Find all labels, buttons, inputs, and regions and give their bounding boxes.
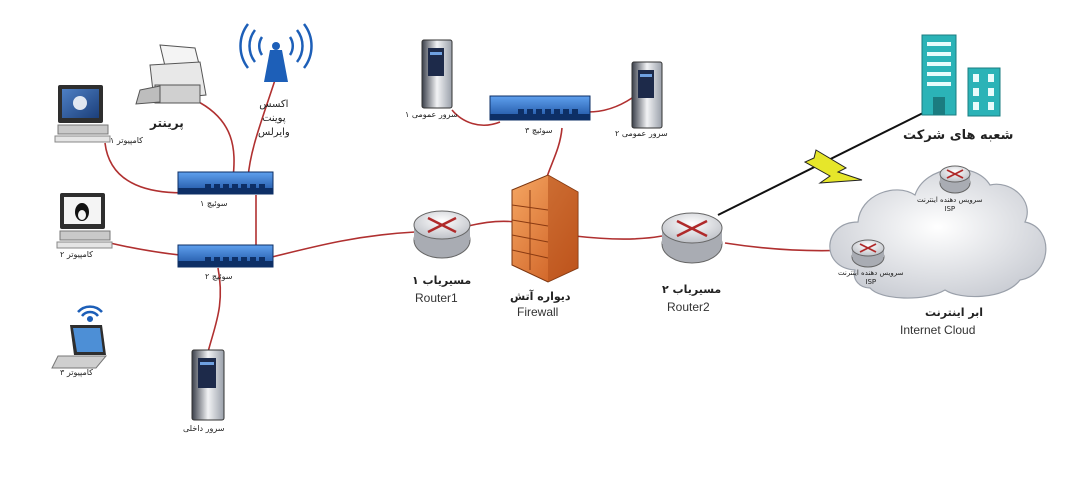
isp-top-label: سرویس دهنده اینترنت ISP xyxy=(917,196,983,214)
public-server2-icon xyxy=(631,61,663,129)
computer1-icon xyxy=(54,85,111,143)
switch2-icon xyxy=(177,244,274,268)
firewall-label-fa: دیواره آتش xyxy=(510,290,571,303)
switch1-label: سوئیچ ۱ xyxy=(200,199,228,208)
link-switch2-internalserver xyxy=(207,267,222,353)
link-switch3-publicserver2 xyxy=(587,97,633,113)
firewall-icon xyxy=(511,174,579,283)
link-switch3-publicserver1 xyxy=(451,109,501,126)
computer3-label: کامپیوتر ۳ xyxy=(60,368,93,377)
wireless-access-point-icon xyxy=(239,23,313,82)
link-router1-firewall xyxy=(467,220,516,227)
switch3-icon xyxy=(489,95,591,121)
office-building-icon xyxy=(921,34,1001,117)
isp-left-label-text: سرویس دهنده اینترنت xyxy=(838,269,904,277)
printer-label: پرینتر xyxy=(150,116,184,130)
link-firewall-router2 xyxy=(574,235,663,240)
switch2-label: سوئیچ ۲ xyxy=(205,272,233,281)
link-printer-switch1 xyxy=(194,99,235,179)
computer1-label: کامپیوتر ۱ xyxy=(110,136,143,145)
access-point-label-line1: اکسس xyxy=(259,99,289,110)
internet-cloud-label-en: Internet Cloud xyxy=(900,323,976,337)
internal-server-icon xyxy=(191,349,225,421)
router1-label-en: Router1 xyxy=(415,291,458,305)
internet-cloud-label-fa: ابر اینترنت xyxy=(925,306,984,319)
isp-left-label-abbr: ISP xyxy=(865,278,877,286)
switch1-icon xyxy=(177,171,274,195)
branch-label: شعبه های شرکت xyxy=(903,128,1014,143)
isp-left-router-icon xyxy=(851,239,885,268)
computer2-label: کامپیوتر ۲ xyxy=(60,250,93,259)
firewall-label-en: Firewall xyxy=(517,305,559,319)
isp-left-label: سرویس دهنده اینترنت ISP xyxy=(838,269,904,287)
access-point-label-line2: پوینت xyxy=(262,113,286,124)
router2-label-fa: مسیریاب ۲ xyxy=(662,283,722,296)
public-server2-label: سرور عمومی ۲ xyxy=(615,129,668,138)
access-point-label: اکسس پوینت وایرلس xyxy=(258,98,290,140)
printer-icon xyxy=(135,44,207,105)
computer2-icon xyxy=(56,193,113,249)
isp-top-label-abbr: ISP xyxy=(944,205,956,213)
access-point-label-line3: وایرلس xyxy=(258,127,290,138)
isp-top-router-icon xyxy=(939,165,971,194)
public-server1-label: سرور عمومی ۱ xyxy=(405,110,458,119)
internal-server-label: سرور داخلی xyxy=(183,424,225,433)
router1-icon xyxy=(413,210,471,259)
link-switch2-router1 xyxy=(271,231,416,258)
internet-cloud-icon xyxy=(829,168,1047,299)
router1-label-fa: مسیریاب ۱ xyxy=(412,274,472,287)
network-links xyxy=(104,79,851,353)
wifi-icon xyxy=(77,305,103,323)
switch3-label: سوئیچ ۳ xyxy=(525,126,553,135)
laptop-icon xyxy=(51,325,108,369)
lightning-icon xyxy=(803,149,863,184)
router2-label-en: Router2 xyxy=(667,300,710,314)
isp-top-label-text: سرویس دهنده اینترنت xyxy=(917,196,983,204)
link-accesspoint-switch1 xyxy=(247,79,276,179)
router2-icon xyxy=(661,212,723,264)
public-server1-icon xyxy=(421,39,453,109)
